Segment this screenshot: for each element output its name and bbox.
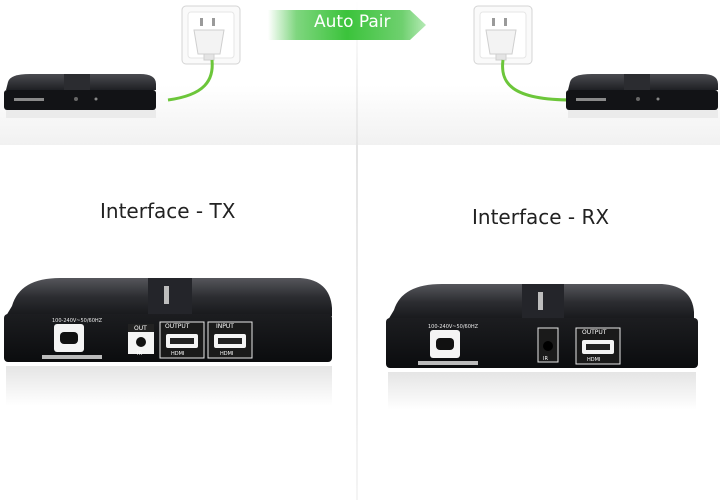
auto-pair-label: Auto Pair [314, 12, 391, 32]
center-divider [356, 0, 358, 500]
svg-text:IR: IR [543, 356, 548, 362]
svg-text:HDMI: HDMI [171, 351, 184, 357]
rx-power-cable [501, 59, 573, 102]
rx-wall-socket [473, 5, 533, 65]
svg-text:INPUT: INPUT [216, 323, 234, 330]
svg-text:100-240V~50/60HZ: 100-240V~50/60HZ [52, 318, 103, 324]
rx-unit-rear: 100-240V~50/60HZ IR OUTPUT HDMI [386, 284, 698, 410]
svg-text:HDMI: HDMI [587, 357, 600, 363]
svg-text:IR: IR [137, 351, 142, 357]
rx-interface-title: Interface - RX [472, 205, 610, 229]
tx-interface-title: Interface - TX [100, 199, 236, 223]
rx-unit-small [566, 74, 718, 118]
tx-unit-small [4, 74, 156, 118]
svg-text:OUTPUT: OUTPUT [582, 329, 607, 336]
svg-text:OUTPUT: OUTPUT [165, 323, 190, 330]
auto-pair-arrow [268, 10, 426, 40]
svg-text:HDMI: HDMI [220, 351, 233, 357]
svg-text:OUT: OUT [134, 325, 147, 332]
svg-text:100-240V~50/60HZ: 100-240V~50/60HZ [428, 324, 479, 330]
tx-unit-rear: 100-240V~50/60HZ OUT IR OUTPUT HDMI INPU… [4, 278, 332, 406]
tx-wall-socket [181, 5, 241, 65]
tx-power-cable [167, 59, 214, 102]
power-cables [167, 59, 573, 102]
